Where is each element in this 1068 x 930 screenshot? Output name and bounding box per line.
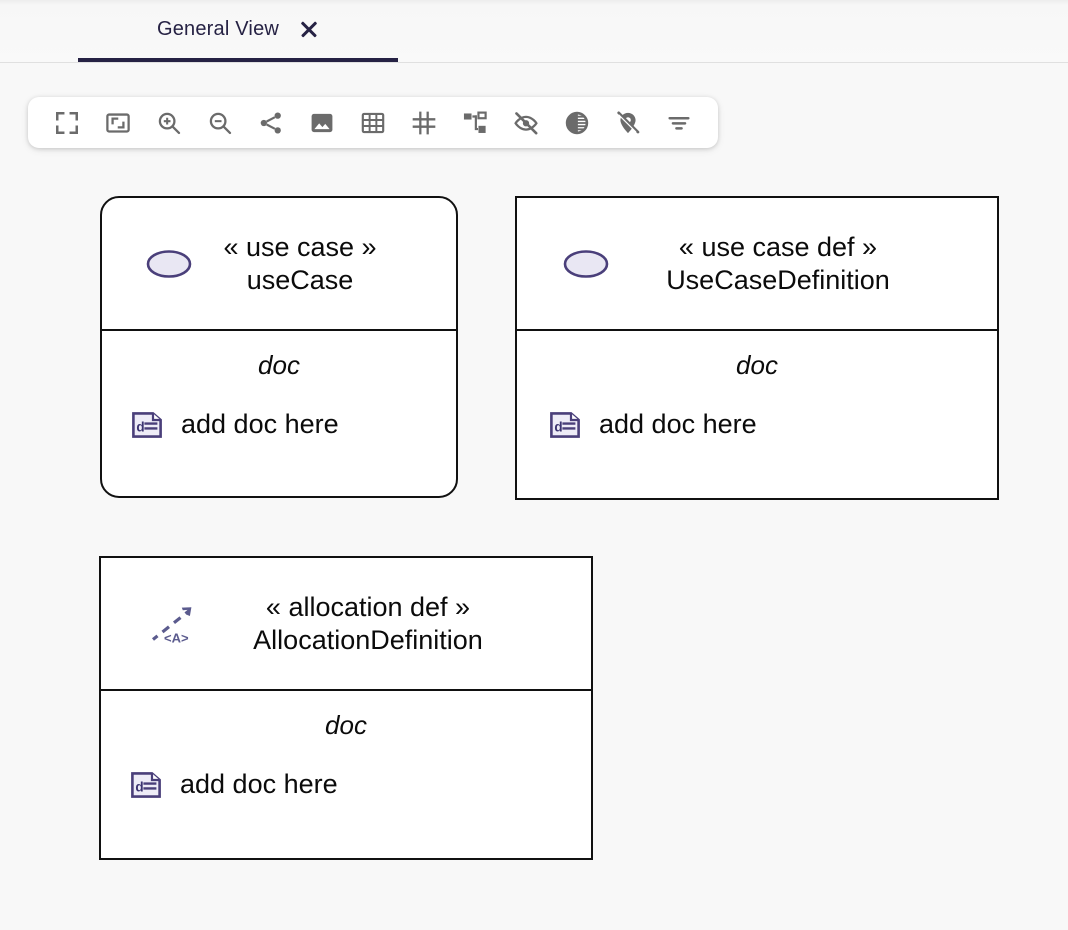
compartment-title: doc: [325, 710, 367, 740]
node-name: useCase: [246, 264, 354, 295]
doc-row-text: add doc here: [180, 769, 338, 799]
compartment-title: doc: [258, 350, 300, 380]
node-use-case-definition[interactable]: « use case def » UseCaseDefinition doc d…: [515, 196, 999, 500]
node-compartment-doc: doc d add doc here: [101, 691, 591, 858]
node-stereotype: « allocation def »: [265, 591, 471, 622]
fit-to-screen-icon[interactable]: [93, 102, 144, 144]
node-divider: [517, 329, 997, 331]
node-divider: [102, 329, 456, 331]
node-header: <A> « allocation def » AllocationDefinit…: [101, 558, 591, 689]
zoom-out-icon[interactable]: [195, 102, 246, 144]
doc-row[interactable]: d add doc here: [101, 741, 591, 800]
doc-row-text: add doc here: [181, 409, 339, 439]
node-header: « use case » useCase: [102, 198, 456, 329]
tab-label: General View: [156, 17, 280, 40]
svg-text:d: d: [554, 419, 562, 434]
filter-icon[interactable]: [653, 102, 704, 144]
pin-off-icon[interactable]: [602, 102, 653, 144]
tab-general-view[interactable]: General View: [78, 0, 398, 62]
node-allocation-definition[interactable]: <A> « allocation def » AllocationDefinit…: [99, 556, 593, 860]
allocation-arrow-icon: <A>: [145, 599, 199, 649]
doc-icon: d: [131, 410, 163, 440]
node-compartment-doc: doc d add doc here: [517, 331, 997, 498]
fullscreen-icon[interactable]: [42, 102, 93, 144]
hide-eye-off-icon[interactable]: [500, 102, 551, 144]
node-header-text: « use case def » UseCaseDefinition: [517, 231, 983, 297]
snap-grid-icon[interactable]: [398, 102, 449, 144]
node-compartment-doc: doc d add doc here: [102, 331, 456, 496]
doc-row[interactable]: d add doc here: [102, 381, 456, 440]
doc-row-text: add doc here: [599, 409, 757, 439]
node-stereotype: « use case def »: [678, 231, 878, 262]
node-stereotype: « use case »: [223, 231, 377, 262]
doc-row[interactable]: d add doc here: [517, 381, 997, 440]
close-icon[interactable]: [299, 19, 319, 39]
node-header-text: « allocation def » AllocationDefinition: [101, 591, 577, 657]
doc-icon: d: [549, 410, 581, 440]
node-name: UseCaseDefinition: [666, 264, 890, 295]
contrast-icon[interactable]: [551, 102, 602, 144]
tab-bar: General View: [0, 0, 1068, 63]
node-use-case[interactable]: « use case » useCase doc d add doc here: [100, 196, 458, 498]
diagram-canvas[interactable]: « use case » useCase doc d add doc here: [0, 149, 1068, 930]
node-divider: [101, 689, 591, 691]
zoom-in-icon[interactable]: [144, 102, 195, 144]
diagram-toolbar: [28, 97, 718, 148]
ellipse-use-case-icon: [561, 242, 611, 286]
grid-icon[interactable]: [348, 102, 399, 144]
share-icon[interactable]: [246, 102, 297, 144]
image-icon[interactable]: [297, 102, 348, 144]
node-header-text: « use case » useCase: [102, 231, 442, 297]
svg-text:d: d: [135, 779, 143, 794]
svg-text:d: d: [136, 419, 144, 434]
compartment-title: doc: [736, 350, 778, 380]
node-header: « use case def » UseCaseDefinition: [517, 198, 997, 329]
svg-text:<A>: <A>: [164, 630, 189, 645]
doc-icon: d: [130, 770, 162, 800]
tree-layout-icon[interactable]: [449, 102, 500, 144]
ellipse-use-case-icon: [144, 242, 194, 286]
node-name: AllocationDefinition: [253, 624, 483, 655]
